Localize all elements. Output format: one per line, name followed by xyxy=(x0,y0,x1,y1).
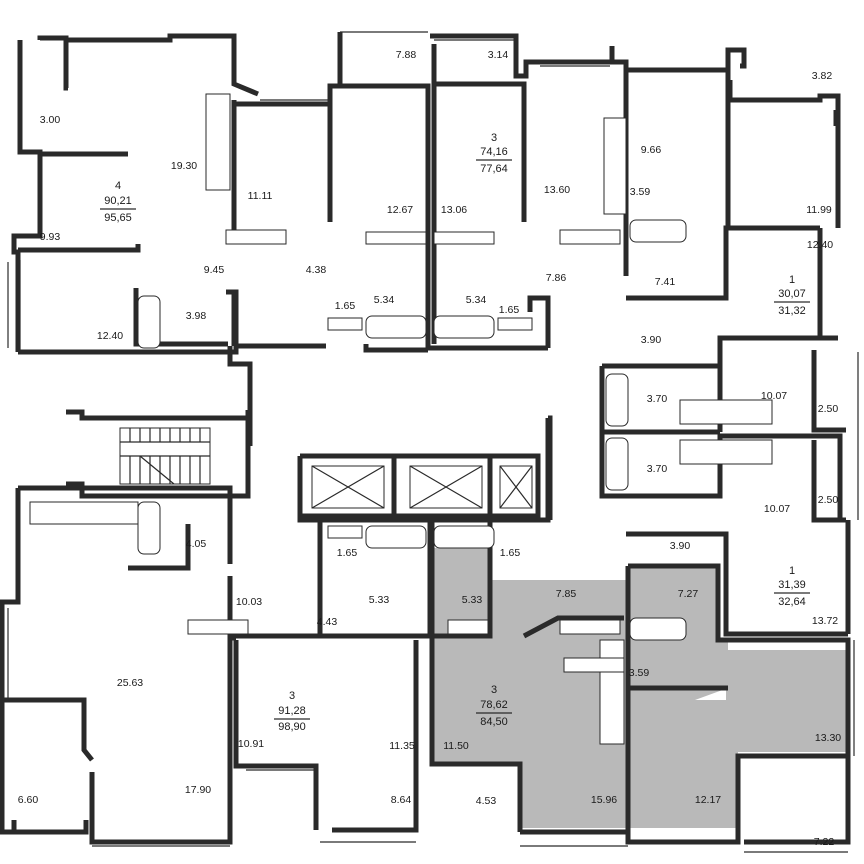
room-area-label: 7.41 xyxy=(655,276,676,288)
apartment-living-area: 31,39 xyxy=(778,579,806,591)
apartment-summary-d: 1 31,39 32,64 xyxy=(774,565,810,608)
room-area-label: 9.45 xyxy=(204,264,225,276)
elevators xyxy=(311,465,533,509)
room-area-label: 11.11 xyxy=(248,190,273,202)
apartment-summary-c: 1 30,07 31,32 xyxy=(774,274,810,317)
apartment-total-area: 32,64 xyxy=(778,596,806,608)
staircase xyxy=(119,427,211,485)
apartment-living-area: 91,28 xyxy=(278,705,306,717)
room-area-label: 11.35 xyxy=(389,740,415,752)
apartment-room-count: 3 xyxy=(289,690,295,702)
room-area-label: 12.17 xyxy=(695,794,721,806)
room-area-label: 1.65 xyxy=(335,300,356,312)
room-area-label: 3.70 xyxy=(647,463,668,475)
fixtures xyxy=(29,93,773,745)
room-area-label: 3.98 xyxy=(186,310,207,322)
room-area-label: 9.66 xyxy=(641,144,662,156)
apartment-living-area: 90,21 xyxy=(104,195,132,207)
apartment-living-area: 78,62 xyxy=(480,699,508,711)
room-area-label: 7.22 xyxy=(814,836,835,848)
apartment-living-area: 74,16 xyxy=(480,146,508,158)
apartment-room-count: 1 xyxy=(789,565,795,577)
room-area-label: 13.30 xyxy=(815,732,841,744)
apartment-room-count: 1 xyxy=(789,274,795,286)
room-area-label: 5.34 xyxy=(374,294,395,306)
partitions xyxy=(7,31,859,853)
apartment-summary-f: 3 78,62 84,50 xyxy=(476,684,512,728)
apartment-living-area: 30,07 xyxy=(778,288,806,300)
room-area-label: 11.99 xyxy=(806,204,832,216)
room-area-label: 10.07 xyxy=(761,390,787,402)
room-area-label: 2.50 xyxy=(818,403,839,415)
apartment-summary-b: 3 74,16 77,64 xyxy=(476,132,512,175)
room-area-label: 3.90 xyxy=(641,334,662,346)
room-area-label: 13.60 xyxy=(544,184,570,196)
room-area-label: 9.93 xyxy=(40,231,61,243)
room-area-label: 12.40 xyxy=(97,330,123,342)
room-area-label: 7.86 xyxy=(546,272,567,284)
room-area-label: 13.72 xyxy=(812,615,838,627)
apartment-room-count: 3 xyxy=(491,132,497,144)
room-area-label: 3.90 xyxy=(670,540,691,552)
room-area-label: 7.85 xyxy=(556,588,577,600)
room-area-label: 12.67 xyxy=(387,204,413,216)
room-area-label: 5.33 xyxy=(462,594,483,606)
room-area-label: 12.40 xyxy=(807,239,833,251)
room-area-label: 10.91 xyxy=(238,738,264,750)
apartment-summary-e: 3 91,28 98,90 xyxy=(274,690,310,733)
room-area-label: 15.96 xyxy=(591,794,617,806)
room-area-label: 1.65 xyxy=(337,547,358,559)
room-area-label: 5.34 xyxy=(466,294,487,306)
room-area-label: 3.00 xyxy=(40,114,61,126)
apartment-room-count: 3 xyxy=(491,684,497,696)
room-area-label: 10.07 xyxy=(764,503,790,515)
room-area-label: 7.27 xyxy=(678,588,699,600)
room-area-label: 4.53 xyxy=(476,795,497,807)
room-area-label: 10.03 xyxy=(236,596,262,608)
room-area-label: 3.82 xyxy=(812,70,833,82)
apartment-room-count: 4 xyxy=(115,180,121,192)
apartment-total-area: 77,64 xyxy=(480,163,508,175)
room-area-label: 17.90 xyxy=(185,784,211,796)
room-area-label: 3.70 xyxy=(647,393,668,405)
apartment-total-area: 95,65 xyxy=(104,212,132,224)
room-area-label: 1.65 xyxy=(499,304,520,316)
apartment-summary-a: 4 90,21 95,65 xyxy=(100,180,136,224)
room-area-label: 3.59 xyxy=(629,667,650,679)
room-area-label: 13.06 xyxy=(441,204,467,216)
apartment-total-area: 31,32 xyxy=(778,305,806,317)
apartment-total-area: 84,50 xyxy=(480,716,508,728)
room-area-label: 11.50 xyxy=(443,740,469,752)
room-area-label: 2.50 xyxy=(818,494,839,506)
room-area-label: 4.43 xyxy=(317,616,338,628)
room-area-label: 6.60 xyxy=(18,794,39,806)
room-area-label: 5.33 xyxy=(369,594,390,606)
room-area-label: 4.38 xyxy=(306,264,327,276)
apartment-labels: 4 90,21 95,65 3 74,16 77,64 1 30,07 31,3… xyxy=(100,132,810,733)
room-area-label: 3.59 xyxy=(630,186,651,198)
room-area-label: 8.64 xyxy=(391,794,412,806)
apartment-total-area: 98,90 xyxy=(278,721,306,733)
room-area-label: 25.63 xyxy=(117,677,143,689)
room-area-label: 3.14 xyxy=(488,49,509,61)
room-area-label: 7.88 xyxy=(396,49,417,61)
room-area-label: 19.30 xyxy=(171,160,197,172)
room-area-label: 4.05 xyxy=(186,538,207,550)
walls xyxy=(0,32,851,845)
room-labels: 7.88 3.14 3.82 3.00 19.30 11.11 12.67 13… xyxy=(18,49,842,848)
room-area-label: 1.65 xyxy=(500,547,521,559)
